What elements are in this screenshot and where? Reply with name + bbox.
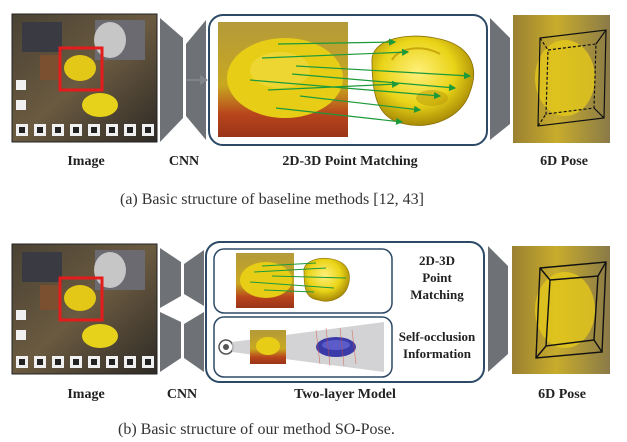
bottom-cnn-block bbox=[160, 248, 204, 372]
top-input-image bbox=[11, 13, 158, 143]
top-cnn-label: CNN bbox=[168, 154, 200, 169]
occlusion-sublabel: Self-occlusion Information bbox=[380, 328, 494, 362]
bottom-model-label: Two-layer Model bbox=[294, 387, 396, 402]
top-pose-label: 6D Pose bbox=[540, 154, 588, 169]
bottom-arrow bbox=[488, 246, 508, 372]
top-image-label: Image bbox=[67, 154, 105, 169]
bottom-cnn-label: CNN bbox=[166, 387, 198, 402]
bottom-model-panel bbox=[205, 241, 485, 383]
bottom-pose-label: 6D Pose bbox=[538, 387, 586, 402]
top-caption: (a) Basic structure of baseline methods … bbox=[120, 191, 424, 208]
top-roi-box bbox=[58, 46, 104, 92]
bottom-roi-box bbox=[58, 276, 104, 322]
bottom-caption: (b) Basic structure of our method SO-Pos… bbox=[118, 421, 395, 438]
top-arrow-1 bbox=[186, 75, 208, 85]
top-matching-label: 2D-3D Point Matching bbox=[282, 154, 418, 169]
bottom-image-label: Image bbox=[67, 387, 105, 402]
occlusion-sublabel-line2: Information bbox=[403, 346, 471, 361]
bottom-pose-image bbox=[512, 246, 610, 374]
matching-sublabel: 2D-3D Point Matching bbox=[390, 252, 484, 303]
occlusion-sublabel-line1: Self-occlusion bbox=[398, 329, 476, 344]
matching-sublabel-line3: Matching bbox=[410, 287, 464, 302]
matching-sublabel-line1: 2D-3D bbox=[418, 253, 456, 268]
top-matching-panel bbox=[208, 14, 488, 146]
top-pose-image bbox=[513, 15, 610, 143]
matching-sublabel-line2: Point bbox=[422, 270, 452, 285]
top-match-lines bbox=[249, 38, 472, 125]
bottom-input-image bbox=[11, 243, 158, 375]
top-arrow-2 bbox=[490, 18, 510, 140]
